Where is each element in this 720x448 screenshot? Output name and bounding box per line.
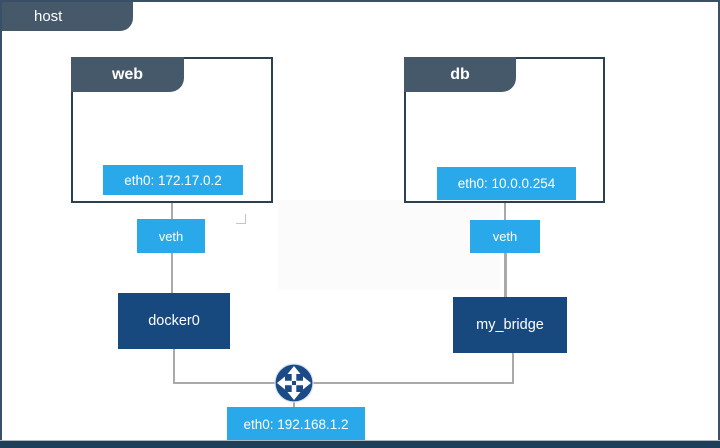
- container-web: web eth0: 172.17.0.2: [71, 57, 273, 203]
- veth-web-label: veth: [158, 228, 184, 244]
- bridge-my-bridge-label: my_bridge: [476, 317, 544, 333]
- container-db-name: db: [450, 65, 470, 83]
- container-db-tab: db: [404, 57, 516, 92]
- bridge-my-bridge: my_bridge: [453, 297, 567, 353]
- veth-badge-db: veth: [470, 220, 540, 253]
- cross-arrows-router-icon: [274, 363, 314, 403]
- web-eth0-label: eth0: 172.17.0.2: [124, 172, 222, 188]
- host-eth0-interface-badge: eth0: 192.168.1.2: [227, 407, 365, 442]
- veth-db-label: veth: [492, 229, 518, 244]
- veth-badge-web: veth: [137, 219, 205, 253]
- faint-corner-artifact: [236, 214, 246, 224]
- container-web-tab: web: [71, 57, 184, 92]
- connector-docker0-to-bus: [173, 349, 175, 383]
- faint-background-artifact: [278, 200, 500, 290]
- db-eth0-interface-badge: eth0: 10.0.0.254: [437, 167, 576, 200]
- connector-router-to-host-eth0: [293, 400, 295, 408]
- container-web-name: web: [111, 65, 144, 83]
- bridge-docker0-label: docker0: [148, 313, 200, 329]
- connector-veth-to-docker0: [171, 253, 173, 293]
- connector-veth-to-mybridge: [504, 253, 507, 297]
- connector-mybridge-to-bus: [512, 353, 514, 383]
- connector-web-to-veth: [171, 203, 173, 219]
- connector-db-to-veth: [504, 203, 506, 220]
- bridge-docker0: docker0: [118, 293, 230, 349]
- web-eth0-interface-badge: eth0: 172.17.0.2: [103, 165, 243, 195]
- connector-horizontal-bus: [173, 382, 514, 384]
- host-label-tab: host: [2, 2, 133, 31]
- db-eth0-label: eth0: 10.0.0.254: [457, 176, 556, 191]
- host-frame-bottom-edge: [0, 440, 720, 448]
- container-db: db eth0: 10.0.0.254: [404, 57, 605, 203]
- host-eth0-label: eth0: 192.168.1.2: [243, 417, 349, 432]
- host-label: host: [34, 8, 63, 25]
